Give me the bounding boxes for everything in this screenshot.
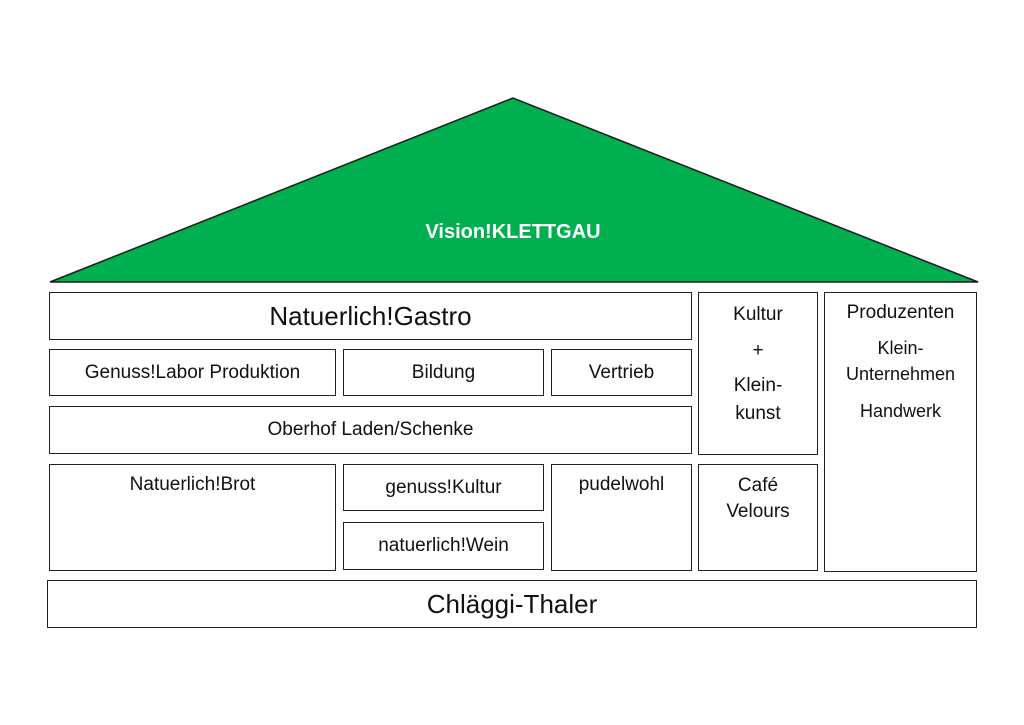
- natuerlich-gastro-label: Natuerlich!Gastro: [269, 300, 472, 331]
- bildung-box: Bildung: [343, 349, 544, 396]
- cafe-line-1: Café: [737, 475, 779, 496]
- chlaeggi-thaler-label: Chläggi-Thaler: [426, 588, 598, 619]
- produzenten-line-1: Klein-: [877, 337, 924, 358]
- natuerlich-wein-label: natuerlich!Wein: [378, 535, 509, 557]
- vertrieb-label: Vertrieb: [588, 361, 655, 383]
- chlaeggi-thaler-box: Chläggi-Thaler: [47, 580, 977, 628]
- natuerlich-gastro-box: Natuerlich!Gastro: [49, 292, 692, 340]
- vertrieb-box: Vertrieb: [551, 349, 692, 396]
- cafe-velours-box: Café Velours: [698, 464, 818, 571]
- natuerlich-wein-box: natuerlich!Wein: [343, 522, 544, 570]
- kultur-box: Kultur + Klein- kunst: [698, 292, 818, 455]
- cafe-line-2: Velours: [726, 500, 790, 522]
- pudelwohl-box: pudelwohl: [551, 464, 692, 571]
- genuss-kultur-box: genuss!Kultur: [343, 464, 544, 511]
- natuerlich-brot-box: Natuerlich!Brot: [49, 464, 336, 571]
- kultur-line-3: Klein-: [733, 375, 783, 397]
- natuerlich-brot-label: Natuerlich!Brot: [129, 474, 256, 495]
- oberhof-box: Oberhof Laden/Schenke: [49, 406, 692, 454]
- produzenten-line-2: Unternehmen: [845, 364, 956, 385]
- kultur-line-4: kunst: [735, 402, 781, 424]
- kultur-line-2: +: [752, 339, 764, 361]
- bildung-label: Bildung: [411, 361, 476, 383]
- produzenten-line-3: Handwerk: [859, 400, 942, 421]
- kultur-line-1: Kultur: [733, 304, 783, 325]
- produzenten-title: Produzenten: [846, 302, 955, 323]
- genuss-labor-label: Genuss!Labor Produktion: [84, 361, 301, 383]
- produzenten-box: Produzenten Klein- Unternehmen Handwerk: [824, 292, 977, 572]
- roof-title: Vision!KLETTGAU: [425, 221, 600, 243]
- oberhof-label: Oberhof Laden/Schenke: [267, 419, 474, 441]
- genuss-kultur-label: genuss!Kultur: [385, 476, 502, 498]
- roof-triangle: [49, 97, 979, 283]
- genuss-labor-box: Genuss!Labor Produktion: [49, 349, 336, 396]
- pudelwohl-label: pudelwohl: [578, 474, 665, 495]
